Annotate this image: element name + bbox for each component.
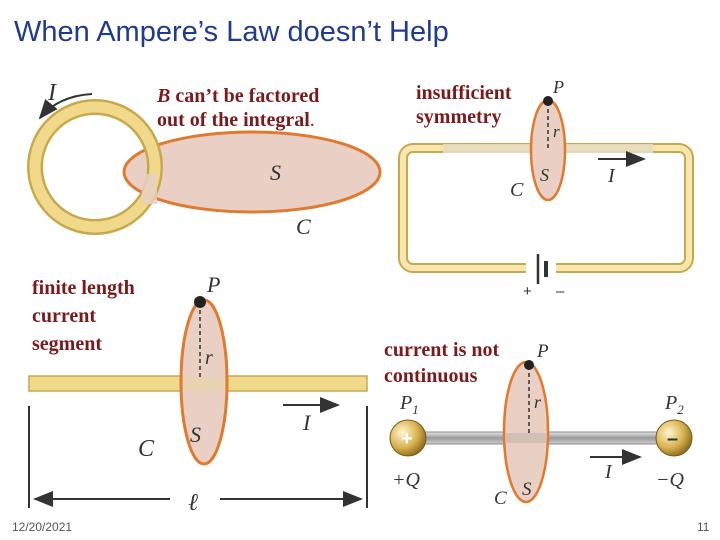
caption-finite-length: finite length current segment: [32, 277, 135, 355]
cap-p1-label: P1: [399, 392, 419, 417]
segment-r-label: r: [205, 347, 213, 369]
plus-q-label: +Q: [392, 469, 420, 491]
segment-length-label: ℓ: [188, 490, 198, 516]
cap-p2-label: P2: [664, 392, 684, 417]
footer-date: 12/20/2021: [12, 520, 73, 534]
segment-curve-label: C: [138, 436, 155, 462]
cap-surface-label: S: [522, 479, 532, 500]
battery-minus: –: [556, 283, 565, 300]
circuit-curve-label: C: [510, 179, 524, 201]
cap-curve-label: C: [494, 488, 507, 509]
minus-q-label: −Q: [656, 469, 684, 491]
caption-b-factored: B can’t be factored out of the integral.: [157, 85, 320, 131]
cap-r-label: r: [534, 392, 542, 412]
circuit-diagram: + – P r S C I: [398, 77, 694, 300]
footer-page-number: 11: [697, 520, 710, 534]
plus-charge-ball: [389, 419, 427, 457]
cap-point-label: P: [536, 341, 549, 362]
circuit-point-dot: [543, 96, 553, 106]
battery-plus: +: [523, 283, 532, 300]
ring-curve-label: C: [296, 214, 311, 239]
minus-charge-ball: [655, 419, 693, 457]
ring-surface: [122, 130, 382, 214]
segment-point-dot: [194, 296, 206, 308]
cap-current-label: I: [604, 461, 613, 483]
ring-current-label: I: [47, 80, 57, 106]
ring-diagram: I S C: [27, 80, 382, 239]
segment-current-label: I: [302, 410, 312, 435]
segment-diagram: P r S C I ℓ: [28, 272, 368, 516]
caption-not-continuous: current is not continuous: [384, 339, 500, 387]
cap-point-dot: [524, 360, 534, 370]
ring-surface-label: S: [270, 160, 281, 185]
caption-insufficient-symmetry: insufficient symmetry: [416, 82, 512, 128]
segment-point-label: P: [206, 272, 220, 297]
circuit-surface-label: S: [540, 165, 549, 185]
plus-charge-sign: +: [401, 428, 413, 450]
segment-surface-label: S: [190, 422, 201, 447]
circuit-point-label: P: [552, 77, 564, 97]
capacitor-diagram: P r + – P1 P2 +Q −Q I S C: [389, 341, 693, 509]
minus-charge-sign: –: [667, 428, 678, 450]
circuit-current-label: I: [607, 165, 616, 187]
circuit-r-label: r: [553, 122, 560, 141]
page-title: When Ampere’s Law doesn’t Help: [14, 16, 449, 48]
ring-current-arrow: [38, 93, 93, 120]
